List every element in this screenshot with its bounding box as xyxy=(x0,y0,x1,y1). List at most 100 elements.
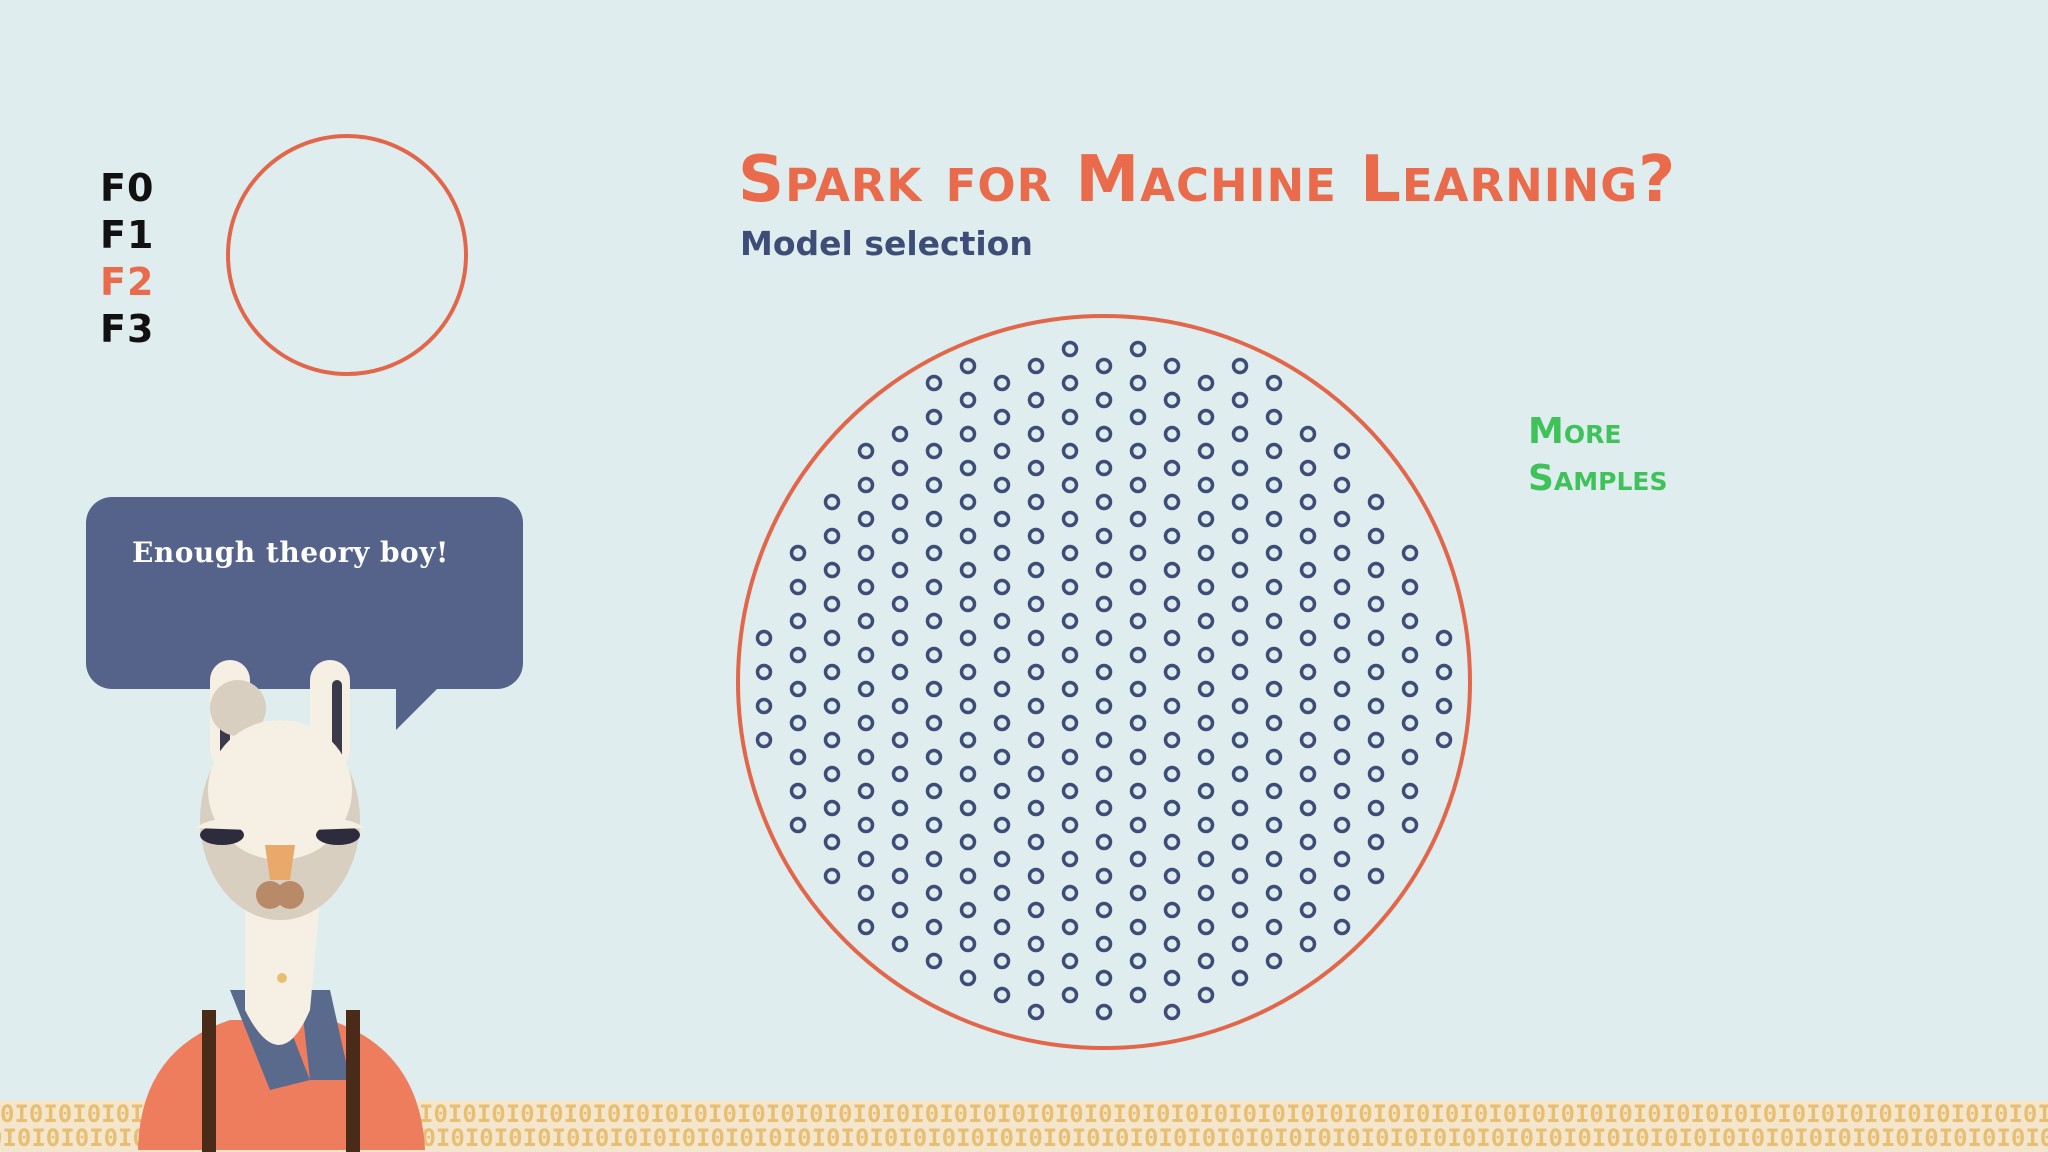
sample-dot xyxy=(1401,646,1419,664)
sample-dot xyxy=(823,595,841,613)
frame-item-f2[interactable]: F2 xyxy=(100,260,155,304)
sample-dot xyxy=(1061,680,1079,698)
sample-dot xyxy=(1265,374,1283,392)
sample-dot xyxy=(857,714,875,732)
frame-item-f1[interactable]: F1 xyxy=(100,213,155,257)
sample-dot xyxy=(789,748,807,766)
sample-dot xyxy=(1231,595,1249,613)
sample-dot xyxy=(1197,918,1215,936)
sample-dot xyxy=(1231,629,1249,647)
sample-dot xyxy=(993,578,1011,596)
sample-dot xyxy=(1027,493,1045,511)
frame-list: F0 F1 F2 F3 xyxy=(100,165,154,353)
sample-dot xyxy=(1061,884,1079,902)
sample-dot xyxy=(1435,731,1453,749)
frame-item-f0[interactable]: F0 xyxy=(100,166,155,210)
frame-item-f3[interactable]: F3 xyxy=(100,307,155,351)
sample-dot xyxy=(925,714,943,732)
sample-dot xyxy=(1231,357,1249,375)
sample-dot xyxy=(1027,697,1045,715)
sample-dot xyxy=(959,867,977,885)
sample-dot xyxy=(1367,493,1385,511)
sample-dot xyxy=(823,833,841,851)
sample-dot xyxy=(993,612,1011,630)
sample-dot xyxy=(959,357,977,375)
sample-dot xyxy=(1095,357,1113,375)
sample-dot xyxy=(1265,952,1283,970)
llama-eye-left xyxy=(200,825,244,845)
sample-dot xyxy=(1299,663,1317,681)
sample-dot xyxy=(1095,697,1113,715)
sample-dot xyxy=(823,867,841,885)
sample-dot xyxy=(1231,799,1249,817)
sample-dot xyxy=(1333,680,1351,698)
sample-dot xyxy=(1163,391,1181,409)
sample-dot xyxy=(891,731,909,749)
sample-dot xyxy=(1163,901,1181,919)
sample-dot xyxy=(1333,646,1351,664)
sample-dot xyxy=(1265,884,1283,902)
sample-dot xyxy=(1163,935,1181,953)
sample-dot xyxy=(1095,663,1113,681)
sample-dot xyxy=(925,748,943,766)
more-samples-line2: Samples xyxy=(1528,458,1668,499)
sample-dot xyxy=(1299,901,1317,919)
sample-dot xyxy=(959,731,977,749)
sample-dot xyxy=(993,884,1011,902)
sample-dot xyxy=(857,748,875,766)
sample-dot xyxy=(891,697,909,715)
sample-dot xyxy=(1333,782,1351,800)
sample-dot xyxy=(1129,884,1147,902)
sample-dot xyxy=(1129,442,1147,460)
sample-dot xyxy=(1367,867,1385,885)
sample-dot xyxy=(1231,969,1249,987)
sample-dot xyxy=(993,374,1011,392)
sample-dot xyxy=(1061,510,1079,528)
sample-dot xyxy=(1265,544,1283,562)
sample-dot xyxy=(755,663,773,681)
sample-dot xyxy=(1401,816,1419,834)
sample-dot xyxy=(857,646,875,664)
sample-dot xyxy=(1299,595,1317,613)
sample-circle-outline xyxy=(736,314,1472,1050)
sample-dot xyxy=(1435,663,1453,681)
sample-dot xyxy=(1027,391,1045,409)
sample-dot xyxy=(891,425,909,443)
sample-dot xyxy=(1027,561,1045,579)
sample-dot xyxy=(925,510,943,528)
sample-dot xyxy=(857,544,875,562)
sample-dot xyxy=(1027,663,1045,681)
sample-dot xyxy=(1367,595,1385,613)
sample-dot xyxy=(1299,697,1317,715)
sample-dot xyxy=(1299,561,1317,579)
sample-dot xyxy=(1129,544,1147,562)
sample-dot xyxy=(1163,1003,1181,1021)
sample-dot xyxy=(1435,629,1453,647)
sample-dot xyxy=(1061,646,1079,664)
speech-text: Enough theory boy! xyxy=(132,536,449,569)
sample-dot xyxy=(925,680,943,698)
sample-dot xyxy=(1061,816,1079,834)
sample-dot xyxy=(1367,561,1385,579)
sample-dot xyxy=(1061,374,1079,392)
sample-dot xyxy=(1027,935,1045,953)
sample-dot xyxy=(1299,425,1317,443)
sample-dot xyxy=(1095,561,1113,579)
sample-dot xyxy=(993,510,1011,528)
sample-dot xyxy=(1333,476,1351,494)
sample-dot xyxy=(1333,884,1351,902)
sample-dot xyxy=(1027,629,1045,647)
sample-dot xyxy=(1265,918,1283,936)
sample-dot xyxy=(1265,850,1283,868)
sample-dot xyxy=(959,527,977,545)
sample-dot xyxy=(1299,833,1317,851)
sample-dot xyxy=(1231,493,1249,511)
sample-dot xyxy=(1367,799,1385,817)
sample-dot xyxy=(1265,578,1283,596)
sample-dot xyxy=(1231,527,1249,545)
sample-dot xyxy=(925,782,943,800)
sample-dot xyxy=(1231,391,1249,409)
sample-dot xyxy=(1197,952,1215,970)
sample-dot xyxy=(1299,799,1317,817)
sample-dot xyxy=(1231,935,1249,953)
